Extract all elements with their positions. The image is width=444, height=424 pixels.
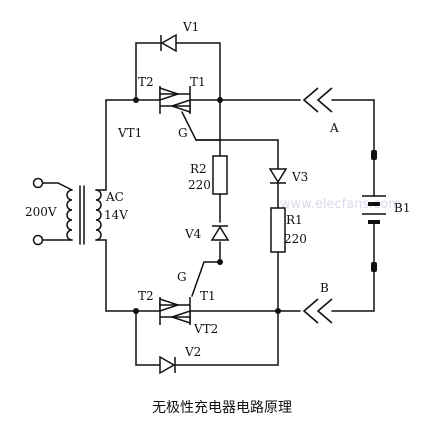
label-battery: B1 <box>394 201 410 215</box>
label-v4: V4 <box>184 227 202 241</box>
input-terminal-bottom <box>32 234 44 246</box>
label-v3: V3 <box>291 170 308 184</box>
triac-vt2 <box>159 297 191 325</box>
label-ac-voltage: 14V <box>104 208 128 222</box>
diode-v2 <box>159 355 176 375</box>
label-terminal-a: A <box>329 121 339 135</box>
battery-b1 <box>362 195 386 224</box>
diode-v1 <box>160 33 177 53</box>
watermark: www.elecfans.com <box>280 197 401 212</box>
v1-wire-right <box>175 42 221 101</box>
v1-wire <box>135 42 161 101</box>
label-vt2: VT2 <box>193 322 218 336</box>
label-v1: V1 <box>182 20 199 34</box>
secondary-winding <box>95 189 102 241</box>
label-r1-value: 220 <box>284 232 307 246</box>
resistor-r2 <box>212 155 228 195</box>
input-terminal-top <box>32 177 44 189</box>
label-t2-top: T2 <box>138 75 154 89</box>
connector-a <box>302 87 333 113</box>
diagram-caption: 无极性充电器电路原理 <box>152 400 292 416</box>
label-g-bottom: G <box>177 270 187 284</box>
label-t2-bottom: T2 <box>138 289 154 303</box>
label-vt1: VT1 <box>117 126 142 140</box>
secondary-lead-bottom <box>95 239 107 312</box>
label-t1-bottom: T1 <box>200 289 216 303</box>
terminal-b-wire <box>331 269 375 312</box>
diode-v4 <box>210 225 230 241</box>
secondary-lead-top <box>95 99 107 191</box>
junction-dot <box>133 308 139 314</box>
label-ac: AC <box>105 190 124 204</box>
label-t1-top: T1 <box>190 75 206 89</box>
primary-winding <box>66 189 73 241</box>
triac-vt1 <box>159 86 191 114</box>
vt1-gate-lead <box>181 111 221 141</box>
input-lead-top <box>42 182 73 191</box>
v2-wire <box>135 310 161 366</box>
connector-b <box>302 298 333 324</box>
label-r1-name: R1 <box>286 213 303 227</box>
label-r2-value: 220 <box>188 178 211 192</box>
junction-dot <box>217 97 223 103</box>
label-r2-name: R2 <box>190 162 207 176</box>
label-input-voltage: 200V <box>25 205 57 219</box>
v2-wire-right <box>175 310 279 366</box>
vt2-gate-lead <box>191 261 221 297</box>
diode-v3 <box>268 168 288 184</box>
resistor-r1 <box>270 207 286 253</box>
battery-terminal-top <box>371 150 377 160</box>
junction-dot <box>275 308 281 314</box>
battery-terminal-bottom <box>371 262 377 272</box>
v3-top-lead <box>195 139 279 169</box>
label-v2: V2 <box>184 345 201 359</box>
junction-dot <box>133 97 139 103</box>
junction-dot <box>217 259 223 265</box>
label-terminal-b: B <box>320 281 329 295</box>
transformer <box>66 185 102 245</box>
label-g-top: G <box>178 126 188 140</box>
terminal-a-wire <box>331 99 375 153</box>
